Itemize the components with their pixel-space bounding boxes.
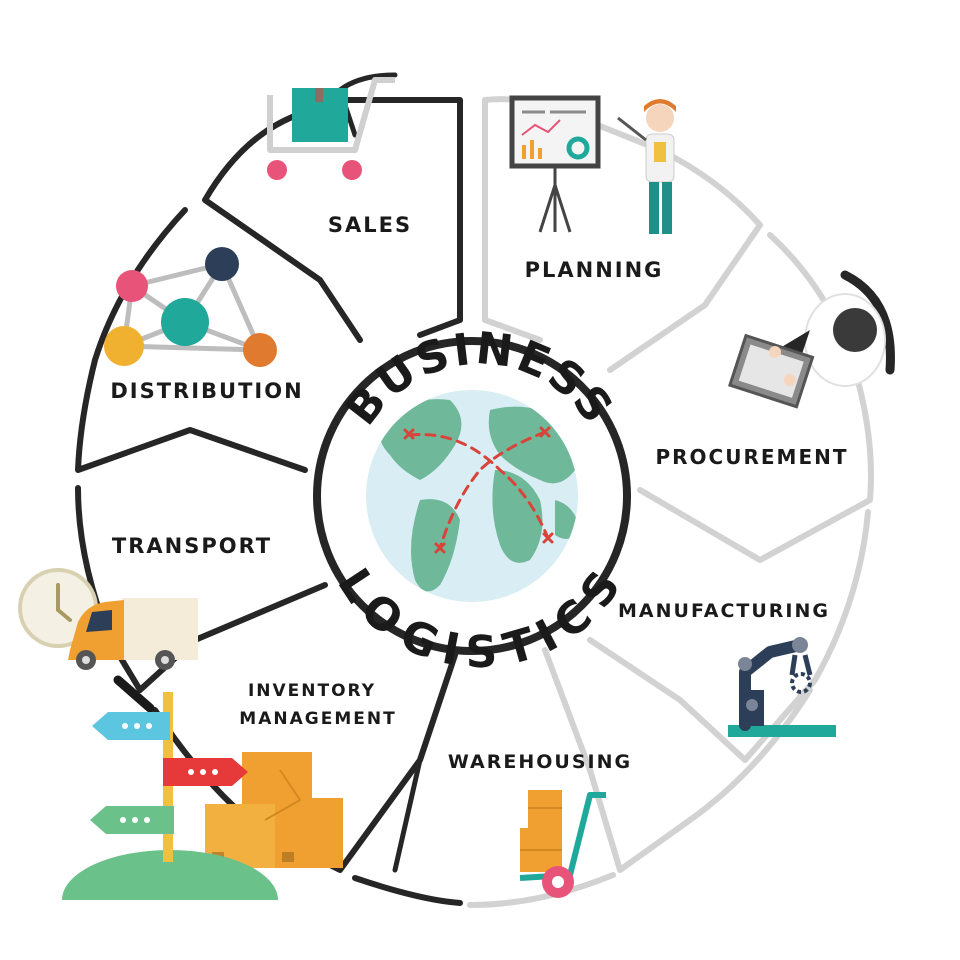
laptop-user-icon [728, 270, 895, 409]
segment-sales: SALES [267, 77, 412, 237]
label-procurement: PROCUREMENT [656, 445, 849, 469]
label-distribution: DISTRIBUTION [110, 379, 303, 403]
segment-inventory-management: INVENTORY MANAGEMENT [205, 681, 396, 868]
segment-planning: PLANNING [509, 95, 676, 282]
delivery-truck-icon [68, 598, 198, 670]
presentation-board-icon [509, 95, 601, 233]
signpost-icon [0, 675, 360, 960]
label-planning: PLANNING [525, 258, 664, 282]
label-transport: TRANSPORT [112, 534, 272, 558]
boxes-icon [205, 752, 343, 868]
label-warehousing: WAREHOUSING [448, 751, 632, 773]
segment-transport: TRANSPORT [18, 534, 272, 670]
network-nodes-icon [104, 247, 277, 367]
hand-truck-icon [519, 790, 606, 898]
label-management: MANAGEMENT [239, 709, 396, 729]
segment-distribution: DISTRIBUTION [104, 247, 303, 403]
globe-icon [366, 390, 578, 602]
segment-procurement: PROCUREMENT [656, 270, 895, 469]
presenter-person-icon [617, 99, 676, 234]
label-sales: SALES [328, 213, 412, 237]
segment-manufacturing: MANUFACTURING [618, 600, 836, 737]
cart-icon [267, 77, 395, 180]
label-inventory: INVENTORY [248, 681, 376, 701]
label-manufacturing: MANUFACTURING [618, 600, 830, 622]
segment-warehousing: WAREHOUSING [448, 751, 632, 898]
robot-arm-icon [728, 637, 836, 737]
